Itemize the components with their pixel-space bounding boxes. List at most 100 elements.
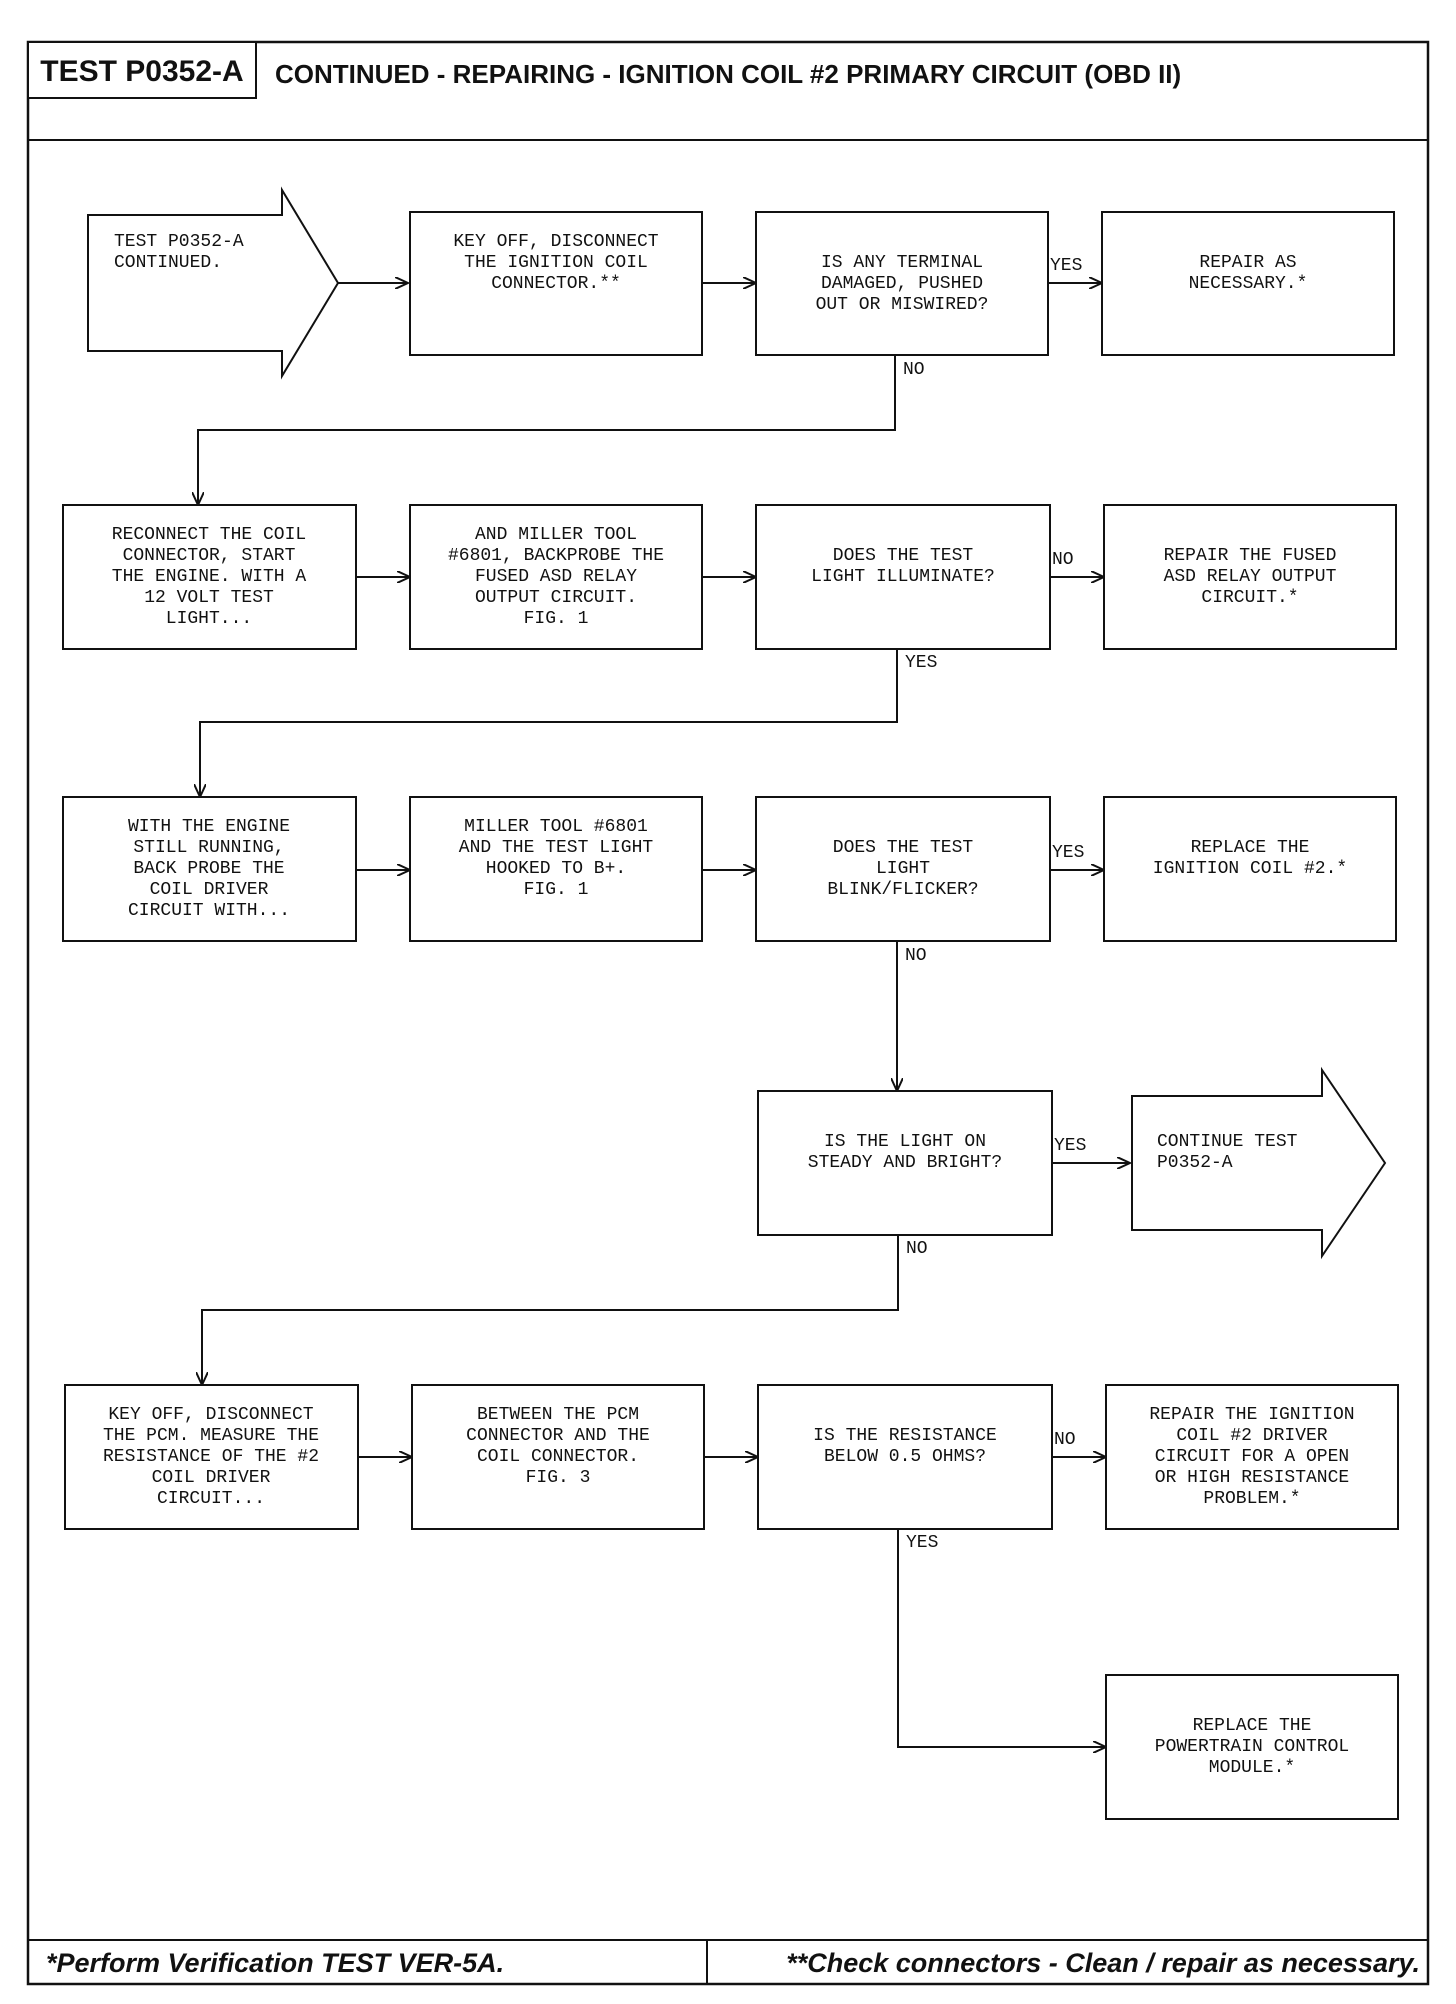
node-text-line: CONTINUED. (114, 253, 222, 273)
node-text-line: OR HIGH RESISTANCE (1155, 1468, 1349, 1488)
node-reconnect-coil-text: RECONNECT THE COIL CONNECTOR, START THE … (112, 525, 307, 629)
arrow-illuminate-yes (200, 650, 898, 797)
node-resistance-below-text: IS THE RESISTANCE BELOW 0.5 OHMS? (813, 1426, 997, 1467)
header-title: CONTINUED - REPAIRING - IGNITION COIL #2… (275, 59, 1181, 89)
label-yes: YES (905, 653, 937, 673)
node-text-line: REPAIR THE IGNITION (1149, 1405, 1354, 1425)
node-engine-running-backprobe (62, 796, 357, 942)
label-no: NO (1052, 550, 1074, 570)
node-text-line: MODULE.* (1209, 1758, 1295, 1778)
node-text-line: #6801, BACKPROBE THE (448, 546, 664, 566)
node-text-line: KEY OFF, DISCONNECT (453, 232, 658, 252)
node-terminal-damaged (755, 211, 1049, 356)
node-engine-running-backprobe-text: WITH THE ENGINE STILL RUNNING, BACK PROB… (128, 817, 290, 921)
arrow-terminal-no (198, 356, 896, 505)
node-light-illuminate-text: DOES THE TEST LIGHT ILLUMINATE? (811, 546, 995, 587)
node-between-pcm (411, 1384, 705, 1530)
label-yes: YES (1050, 256, 1082, 276)
node-text-line: AND THE TEST LIGHT (459, 838, 654, 858)
connectors (198, 283, 1130, 1747)
node-text-line: IS THE LIGHT ON (824, 1132, 986, 1152)
node-replace-pcm (1105, 1674, 1399, 1820)
node-text-line: THE ENGINE. WITH A (112, 567, 307, 587)
node-text-line: COIL DRIVER (150, 880, 269, 900)
node-miller-hooked-b-text: MILLER TOOL #6801 AND THE TEST LIGHT HOO… (459, 817, 654, 900)
node-resistance-below (757, 1384, 1053, 1530)
node-text-line: CONNECTOR.** (491, 274, 621, 294)
node-text-line: REPAIR THE FUSED (1164, 546, 1337, 566)
node-repair-driver-text: REPAIR THE IGNITION COIL #2 DRIVER CIRCU… (1149, 1405, 1354, 1509)
label-yes: YES (1054, 1136, 1086, 1156)
label-yes: YES (1052, 843, 1084, 863)
node-text-line: LIGHT (876, 859, 930, 879)
node-light-steady (757, 1090, 1053, 1236)
node-text-line: WITH THE ENGINE (128, 817, 290, 837)
node-text-line: CONNECTOR AND THE (466, 1426, 650, 1446)
node-repair-driver (1105, 1384, 1399, 1530)
node-text-line: STILL RUNNING, (133, 838, 284, 858)
node-reconnect-coil (62, 504, 357, 650)
node-text-line: FIG. 1 (524, 609, 589, 629)
node-text-line: LIGHT ILLUMINATE? (811, 567, 995, 587)
node-start: TEST P0352-A CONTINUED. (114, 232, 244, 273)
node-replace-coil (1103, 796, 1397, 942)
node-text-line: REPLACE THE (1193, 1716, 1312, 1736)
node-text-line: STEADY AND BRIGHT? (808, 1153, 1002, 1173)
node-text-line: REPAIR AS (1199, 253, 1296, 273)
node-text-line: BELOW 0.5 OHMS? (824, 1447, 986, 1467)
node-text-line: FIG. 1 (524, 880, 589, 900)
node-light-blink-text: DOES THE TEST LIGHT BLINK/FLICKER? (827, 838, 978, 900)
node-text-line: TEST P0352-A (114, 232, 244, 252)
node-text-line: CONNECTOR, START (123, 546, 296, 566)
node-text-line: THE IGNITION COIL (464, 253, 648, 273)
footer-note-right: **Check connectors - Clean / repair as n… (786, 1948, 1420, 1978)
footer-note-left: *Perform Verification TEST VER-5A. (46, 1948, 504, 1978)
node-text-line: 12 VOLT TEST (144, 588, 274, 608)
header-test-id: TEST P0352-A (40, 55, 243, 88)
node-text-line: RESISTANCE OF THE #2 (103, 1447, 319, 1467)
header-test-box (27, 41, 257, 99)
page-frame (26, 40, 1430, 1986)
node-text-line: IS ANY TERMINAL (821, 253, 983, 273)
node-light-blink (755, 796, 1051, 942)
node-text-line: COIL DRIVER (152, 1468, 271, 1488)
node-replace-coil-text: REPLACE THE IGNITION COIL #2.* (1153, 838, 1347, 879)
node-text-line: IS THE RESISTANCE (813, 1426, 997, 1446)
node-key-off-pcm (64, 1384, 359, 1530)
node-between-pcm-text: BETWEEN THE PCM CONNECTOR AND THE COIL C… (466, 1405, 650, 1488)
node-text-line: THE PCM. MEASURE THE (103, 1426, 319, 1446)
node-miller-backprobe-asd (409, 504, 703, 650)
node-text-line: CONTINUE TEST (1157, 1132, 1298, 1152)
arrow-resistance-yes (897, 1529, 1106, 1747)
node-text-line: PROBLEM.* (1203, 1489, 1300, 1509)
node-miller-hooked-b (409, 796, 703, 942)
node-text-line: POWERTRAIN CONTROL (1155, 1737, 1349, 1757)
node-text-line: KEY OFF, DISCONNECT (108, 1405, 313, 1425)
node-text-line: OUTPUT CIRCUIT. (475, 588, 637, 608)
node-text-line: FUSED ASD RELAY (475, 567, 637, 587)
node-terminal-damaged-text: IS ANY TERMINAL DAMAGED, PUSHED OUT OR M… (816, 253, 989, 315)
node-text-line: CIRCUIT FOR A OPEN (1155, 1447, 1349, 1467)
node-text-line: DOES THE TEST (833, 838, 974, 858)
node-text-line: P0352-A (1157, 1153, 1233, 1173)
arrow-steady-no (202, 1235, 899, 1385)
node-repair-asd (1103, 504, 1397, 650)
continue-arrow-shape (1131, 1066, 1387, 1260)
node-key-off-disconnect (409, 211, 703, 356)
node-text-line: CIRCUIT... (157, 1489, 265, 1509)
node-repair-asd-text: REPAIR THE FUSED ASD RELAY OUTPUT CIRCUI… (1164, 546, 1337, 608)
node-text-line: LIGHT... (166, 609, 252, 629)
node-text-line: BLINK/FLICKER? (827, 880, 978, 900)
node-repair-as-necessary (1101, 211, 1395, 356)
node-light-illuminate (755, 504, 1051, 650)
node-miller-backprobe-asd-text: AND MILLER TOOL #6801, BACKPROBE THE FUS… (448, 525, 664, 629)
node-text-line: ASD RELAY OUTPUT (1164, 567, 1337, 587)
node-light-steady-text: IS THE LIGHT ON STEADY AND BRIGHT? (808, 1132, 1002, 1173)
node-text-line: COIL #2 DRIVER (1176, 1426, 1327, 1446)
start-arrow-shape (87, 186, 340, 380)
node-text-line: BETWEEN THE PCM (477, 1405, 639, 1425)
node-key-off-pcm-text: KEY OFF, DISCONNECT THE PCM. MEASURE THE… (103, 1405, 319, 1509)
node-text-line: MILLER TOOL #6801 (464, 817, 648, 837)
node-text-line: RECONNECT THE COIL (112, 525, 306, 545)
